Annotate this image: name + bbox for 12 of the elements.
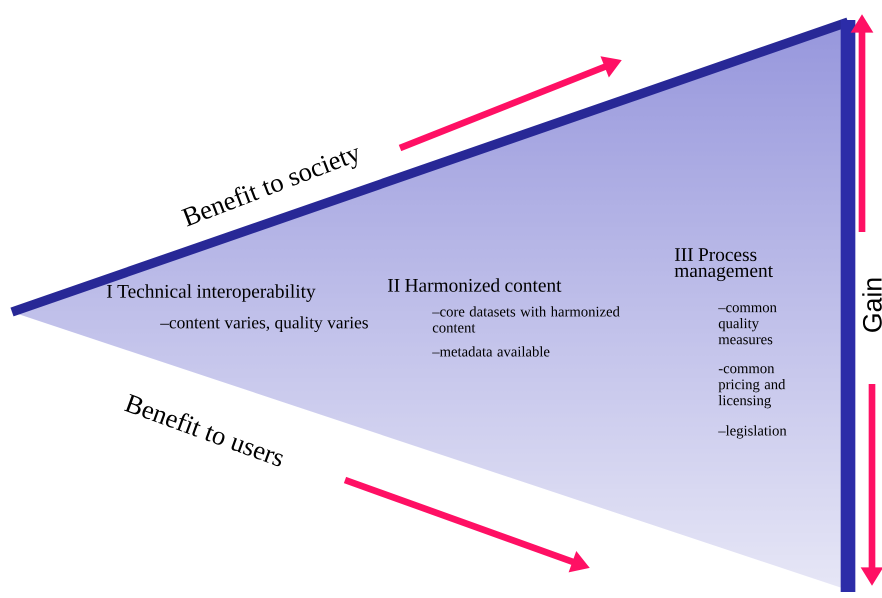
stage-heading: I Technical interoperability xyxy=(106,284,316,302)
stage-item: –legislation xyxy=(718,425,786,439)
stage-heading: II Harmonized content xyxy=(388,278,562,292)
stage-item: -common pricing and licensing xyxy=(718,366,786,408)
stage-item: –content varies, quality varies xyxy=(160,316,368,332)
axis-label: Benefit to users xyxy=(124,394,283,466)
stage-item: –metadata available xyxy=(432,346,550,357)
stage-heading: III Process management xyxy=(674,248,773,282)
stage-item: –common quality measures xyxy=(718,305,777,344)
axis-label: Gain xyxy=(862,278,882,332)
axis-label: Benefit to society xyxy=(181,148,358,226)
stage-item: –core datasets with harmonized content xyxy=(432,306,620,333)
